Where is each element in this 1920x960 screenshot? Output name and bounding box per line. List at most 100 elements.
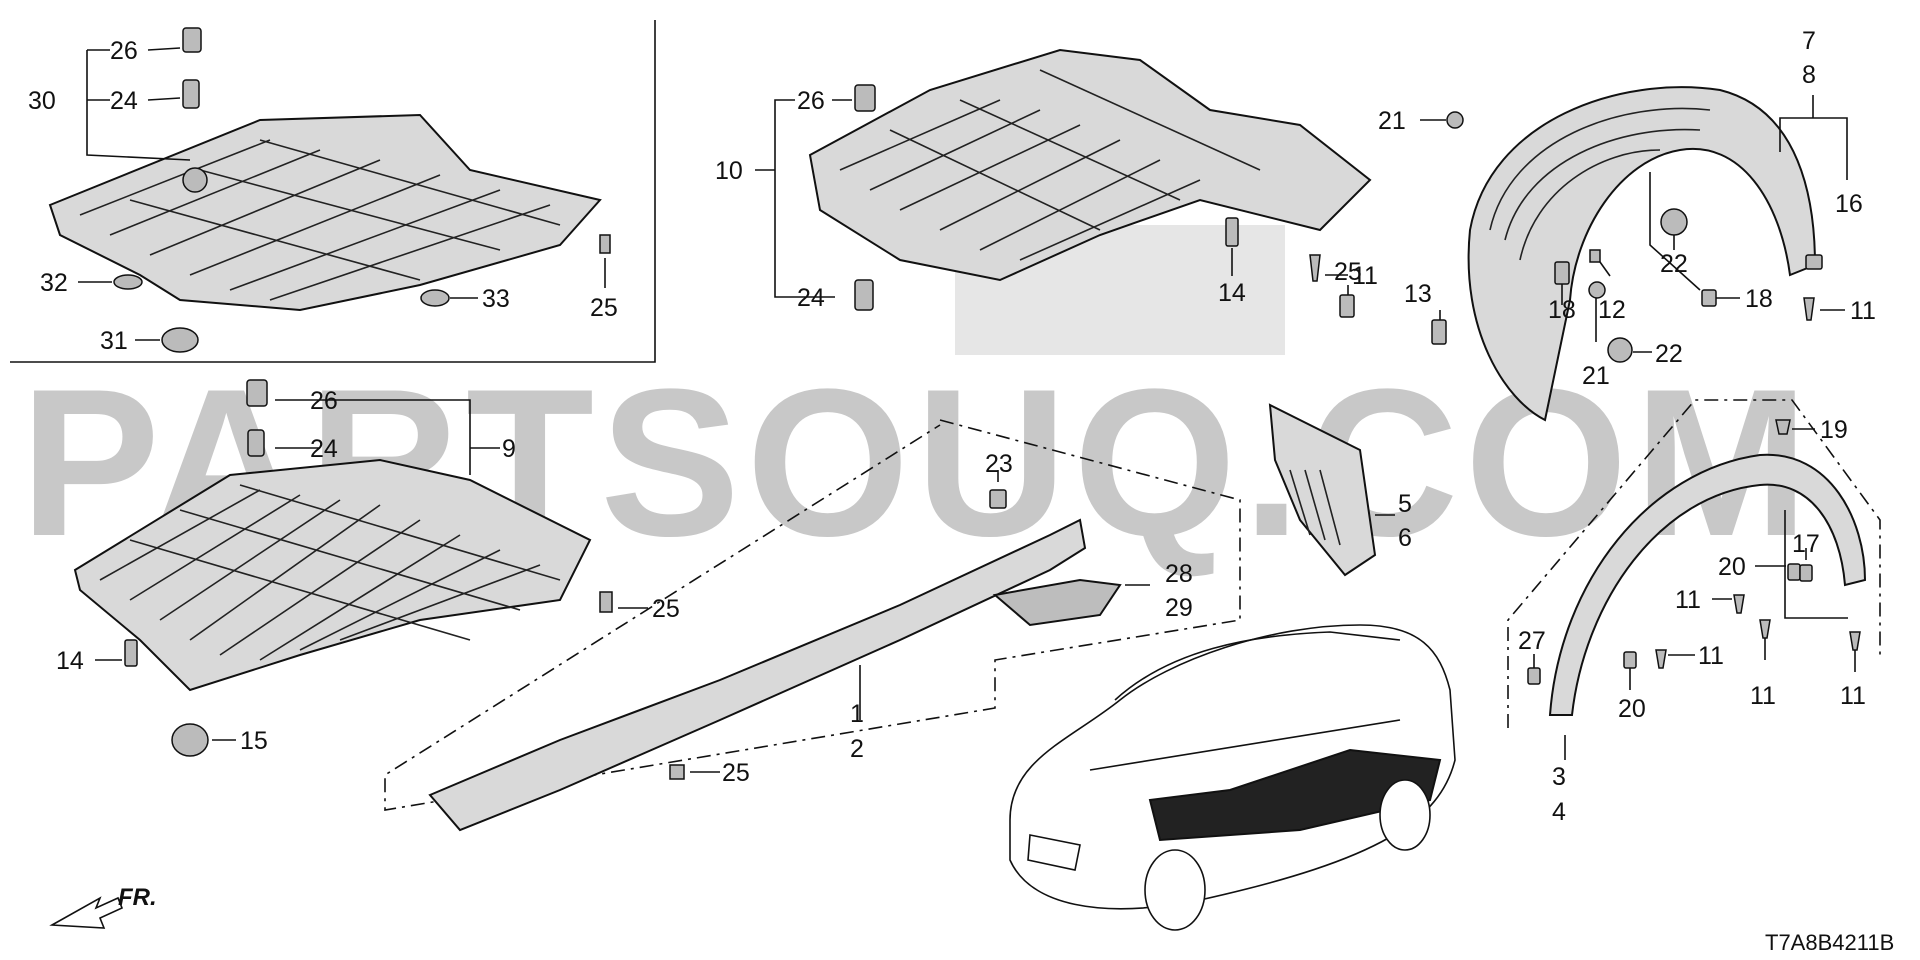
clip-30[interactable] [182, 167, 208, 193]
callout-25b: 25 [652, 595, 680, 623]
callout-20a: 20 [1718, 553, 1746, 581]
arch-molding-dash-box [1507, 399, 1881, 728]
callout-12: 12 [1598, 296, 1626, 324]
callout-25a: 25 [590, 294, 618, 322]
callout-24a: 24 [110, 87, 138, 115]
callout-33: 33 [482, 285, 510, 313]
clip-25-mud[interactable] [1339, 294, 1355, 318]
screw-11-c[interactable] [1759, 619, 1771, 639]
undercover-10[interactable] [808, 48, 1372, 282]
bolt-14-left[interactable] [124, 639, 138, 667]
mudguard-group[interactable]: 25 13 5 6 [1268, 258, 1447, 577]
arch-molding-3[interactable] [1548, 453, 1867, 716]
callout-22b: 22 [1655, 340, 1683, 368]
clip-27[interactable] [1527, 667, 1541, 685]
callout-7: 7 [1802, 27, 1816, 55]
undercover-30[interactable] [48, 113, 602, 312]
clip-16[interactable] [1805, 254, 1823, 270]
screw-12[interactable] [1589, 249, 1601, 263]
callout-22a: 22 [1660, 250, 1688, 278]
callout-11e: 11 [1750, 682, 1776, 710]
mudguard-5[interactable] [1268, 403, 1377, 577]
clip-24-center[interactable] [854, 279, 874, 311]
clip-19[interactable] [1775, 419, 1791, 435]
callout-30: 30 [28, 87, 56, 115]
clip-24-mid[interactable] [247, 429, 265, 457]
screw-11-d[interactable] [1849, 631, 1861, 651]
clip-25-mid[interactable] [599, 591, 613, 613]
clip-22-top[interactable] [1660, 208, 1688, 236]
clip-26-top[interactable] [182, 27, 202, 53]
vehicle-rear-wheel [1379, 779, 1431, 851]
vehicle-grille [1027, 834, 1081, 871]
callout-25c: 25 [722, 759, 750, 787]
callout-11d: 11 [1698, 642, 1724, 670]
screw-11-b[interactable] [1655, 649, 1667, 669]
callout-25d: 25 [1334, 258, 1362, 286]
clip-21-top[interactable] [1446, 111, 1464, 129]
front-label: FR. [118, 884, 157, 911]
clip-33[interactable] [420, 289, 450, 307]
callout-3: 3 [1552, 763, 1566, 791]
clip-24-top[interactable] [182, 79, 200, 109]
clip-20-lower[interactable] [1623, 651, 1637, 669]
clip-22-bottom[interactable] [1607, 337, 1633, 363]
callout-11b: 11 [1850, 297, 1876, 325]
undercover-10-ribs [839, 69, 1261, 261]
callout-26a: 26 [110, 37, 138, 65]
callout-6: 6 [1398, 524, 1412, 552]
callout-11c: 11 [1675, 586, 1701, 614]
panel-30-border [10, 20, 656, 363]
side-sill-group[interactable]: 1 2 23 25 28 29 [384, 419, 1241, 832]
fender-liner-7[interactable] [1467, 86, 1817, 422]
side-sill-dash-box [384, 419, 1241, 811]
screw-11-center[interactable] [1309, 254, 1321, 282]
clip-17[interactable] [1799, 564, 1813, 582]
callout-19: 19 [1820, 416, 1848, 444]
arch-molding-group[interactable]: 19 27 20 17 11 11 20 11 11 3 4 [1507, 399, 1881, 826]
clip-23[interactable] [989, 489, 1007, 509]
callout-11a: 11 [1352, 262, 1378, 290]
undercover-10-group[interactable]: 26 10 24 14 11 [715, 48, 1378, 355]
callout-16: 16 [1835, 190, 1863, 218]
garnish-28[interactable] [992, 578, 1122, 627]
bolt-13[interactable] [1431, 319, 1447, 345]
callout-31: 31 [100, 327, 128, 355]
callout-20b: 20 [1618, 695, 1646, 723]
callout-18a: 18 [1745, 285, 1773, 313]
callout-18b: 18 [1548, 296, 1576, 324]
clip-15[interactable] [171, 723, 209, 757]
clip-32[interactable] [113, 274, 143, 290]
clip-26-center[interactable] [854, 84, 876, 112]
screw-11-fender[interactable] [1803, 297, 1815, 321]
clip-31[interactable] [161, 327, 199, 353]
clip-25-top[interactable] [599, 234, 611, 254]
callout-10: 10 [715, 157, 743, 185]
callout-14b: 14 [1218, 279, 1246, 307]
side-sill-1[interactable] [428, 518, 1087, 832]
undercover-30-ribs [79, 139, 561, 301]
screw-11-a[interactable] [1733, 594, 1745, 614]
callout-29: 29 [1165, 594, 1193, 622]
clip-21-bottom[interactable] [1588, 281, 1606, 299]
callout-15: 15 [240, 727, 268, 755]
mudguard-ribs [1289, 469, 1341, 546]
clip-26-mid[interactable] [246, 379, 268, 407]
clip-20-upper[interactable] [1787, 563, 1801, 581]
front-arrow-group: FR. [49, 884, 157, 929]
clip-18-right[interactable] [1701, 289, 1717, 307]
vehicle-illustration [1009, 624, 1456, 931]
callout-24b: 24 [310, 435, 338, 463]
callout-32: 32 [40, 269, 68, 297]
undercover-30-group[interactable]: 26 30 24 25 32 33 31 [10, 20, 656, 363]
callout-5: 5 [1398, 490, 1412, 518]
vehicle-front-wheel [1144, 849, 1206, 931]
callout-28: 28 [1165, 560, 1193, 588]
clip-18-left[interactable] [1554, 261, 1570, 285]
undercover-9-group[interactable]: 26 24 9 25 14 15 [56, 379, 680, 757]
clip-25-sill[interactable] [669, 764, 685, 780]
callout-17: 17 [1792, 530, 1820, 558]
bolt-14-center[interactable] [1225, 217, 1239, 247]
fender-liner-group[interactable]: 7 8 16 21 22 12 18 11 18 21 22 [1378, 27, 1876, 422]
